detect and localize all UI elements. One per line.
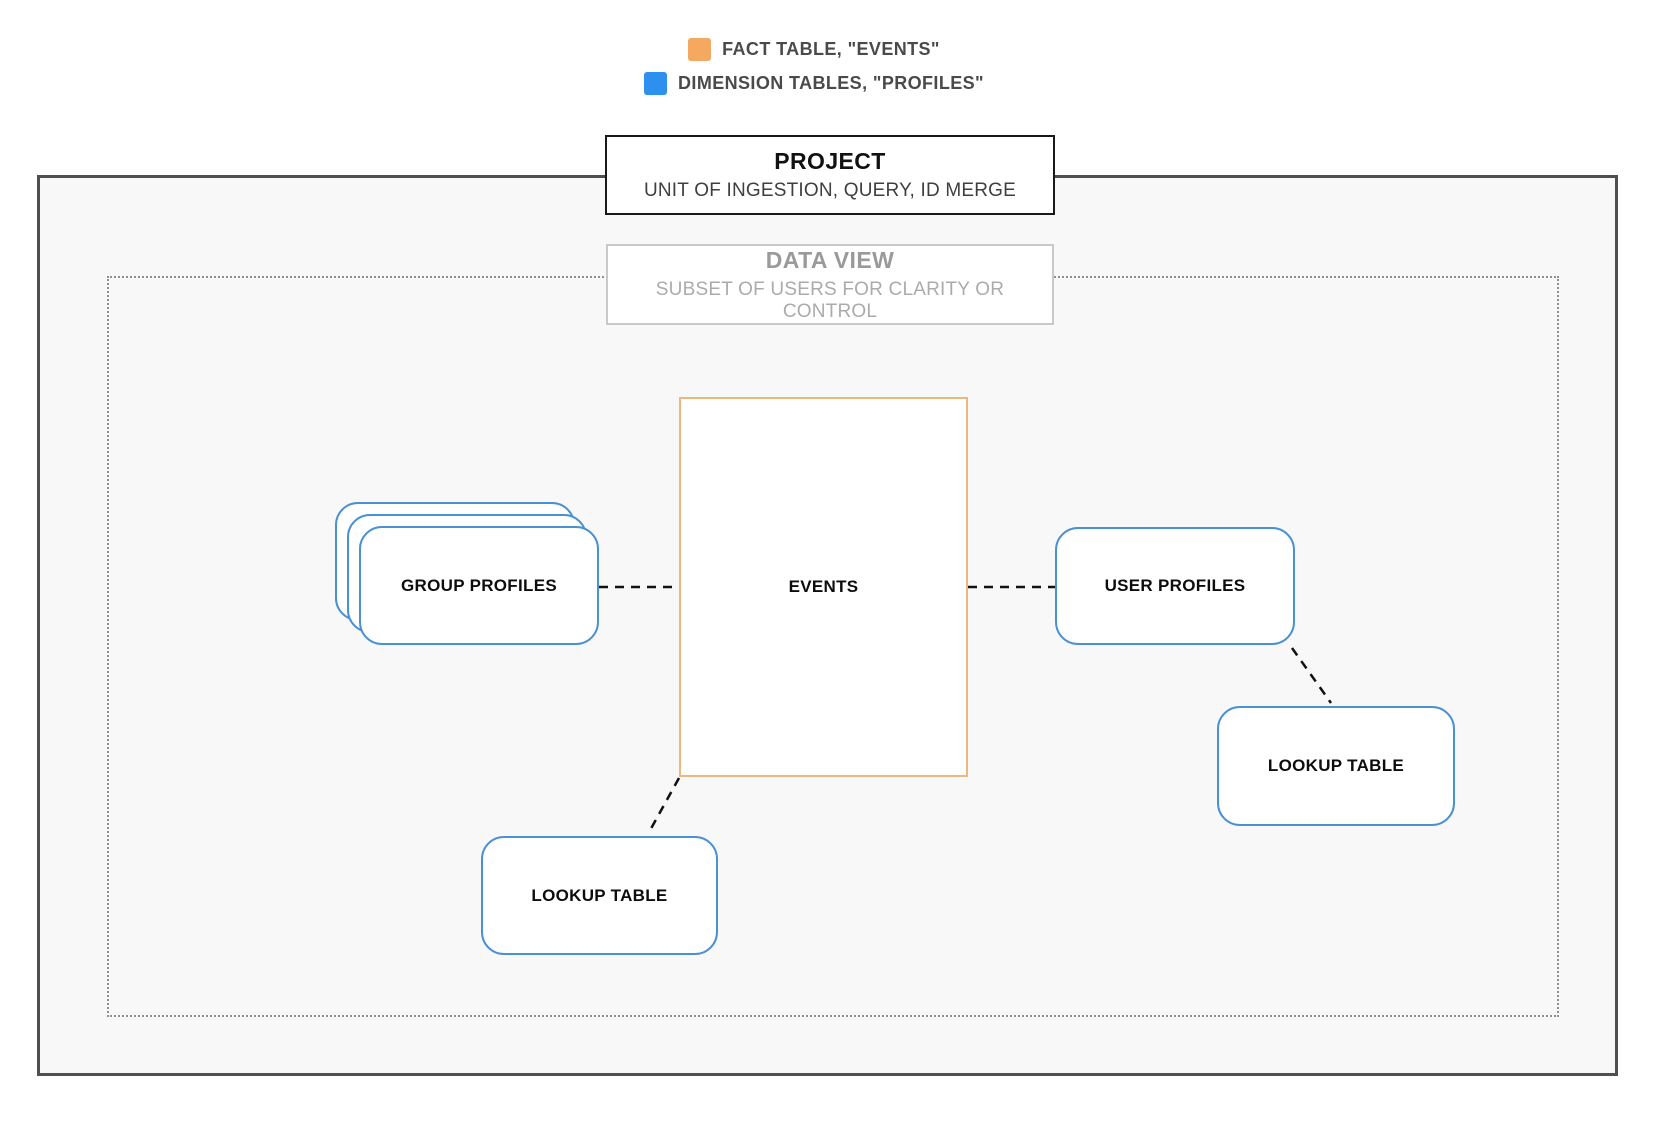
user-profiles-node: USER PROFILES — [1055, 527, 1295, 645]
dimension-tables-color-swatch — [644, 72, 668, 95]
legend: FACT TABLE, "EVENTS" DIMENSION TABLES, "… — [0, 38, 1646, 95]
data-view-title: DATA VIEW — [765, 246, 895, 273]
fact-table-color-swatch — [688, 38, 712, 61]
group-profiles-node: GROUP PROFILES — [359, 526, 599, 645]
group-profiles-node-label: GROUP PROFILES — [401, 575, 557, 595]
lookup-table-left-node-label: LOOKUP TABLE — [531, 885, 668, 905]
legend-item-fact-table: FACT TABLE, "EVENTS" — [688, 38, 940, 61]
legend-item-label: DIMENSION TABLES, "PROFILES" — [678, 73, 984, 93]
events-node: EVENTS — [679, 397, 968, 777]
legend-item-dimension-tables: DIMENSION TABLES, "PROFILES" — [644, 72, 984, 95]
data-view-subtitle: SUBSET OF USERS FOR CLARITY OR CONTROL — [655, 278, 1005, 322]
lookup-table-right-node-label: LOOKUP TABLE — [1267, 756, 1405, 775]
lookup-table-right-node: LOOKUP TABLE — [1217, 706, 1455, 826]
lookup-table-left-node: LOOKUP TABLE — [481, 836, 718, 955]
project-title: PROJECT — [774, 148, 886, 174]
legend-item-label: FACT TABLE, "EVENTS" — [722, 39, 940, 59]
project-header-box: PROJECT UNIT OF INGESTION, QUERY, ID MER… — [605, 135, 1055, 215]
data-view-header-box: DATA VIEW SUBSET OF USERS FOR CLARITY OR… — [606, 244, 1054, 325]
events-node-label: EVENTS — [788, 577, 859, 596]
project-subtitle: UNIT OF INGESTION, QUERY, ID MERGE — [643, 180, 1017, 201]
user-profiles-node-label: USER PROFILES — [1104, 576, 1246, 595]
